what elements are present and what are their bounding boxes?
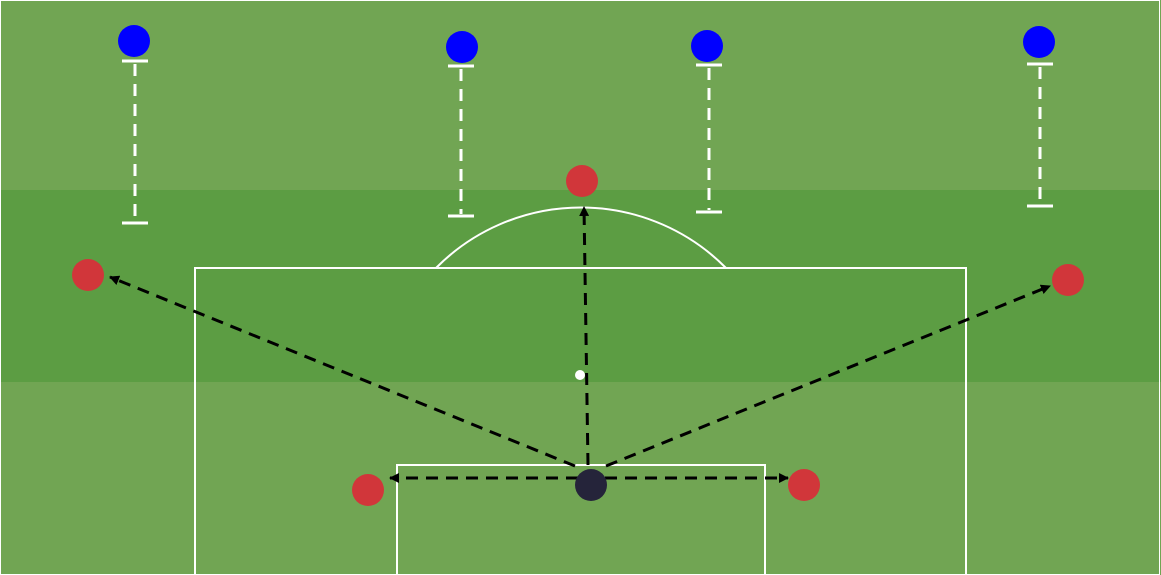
penalty-box bbox=[194, 267, 967, 575]
defender-player[interactable] bbox=[446, 31, 478, 63]
goal-area bbox=[396, 464, 766, 575]
defender-player[interactable] bbox=[1023, 26, 1055, 58]
attacker-player[interactable] bbox=[72, 259, 104, 291]
penalty-spot bbox=[575, 370, 585, 380]
pitch-band-middle bbox=[0, 190, 1161, 382]
defender-player[interactable] bbox=[118, 25, 150, 57]
pressure-line bbox=[122, 59, 148, 225]
attacker-player[interactable] bbox=[788, 469, 820, 501]
pass-arrow bbox=[579, 206, 590, 466]
pressure-line bbox=[1027, 62, 1053, 208]
pressure-line bbox=[696, 63, 722, 214]
pressure-line bbox=[448, 64, 474, 218]
defender-player[interactable] bbox=[691, 30, 723, 62]
attacker-player[interactable] bbox=[566, 165, 598, 197]
pitch-band-top bbox=[0, 0, 1161, 190]
attacker-player[interactable] bbox=[352, 474, 384, 506]
ball-carrier-player[interactable] bbox=[575, 469, 607, 501]
attacker-player[interactable] bbox=[1052, 264, 1084, 296]
pass-arrow bbox=[109, 275, 576, 468]
